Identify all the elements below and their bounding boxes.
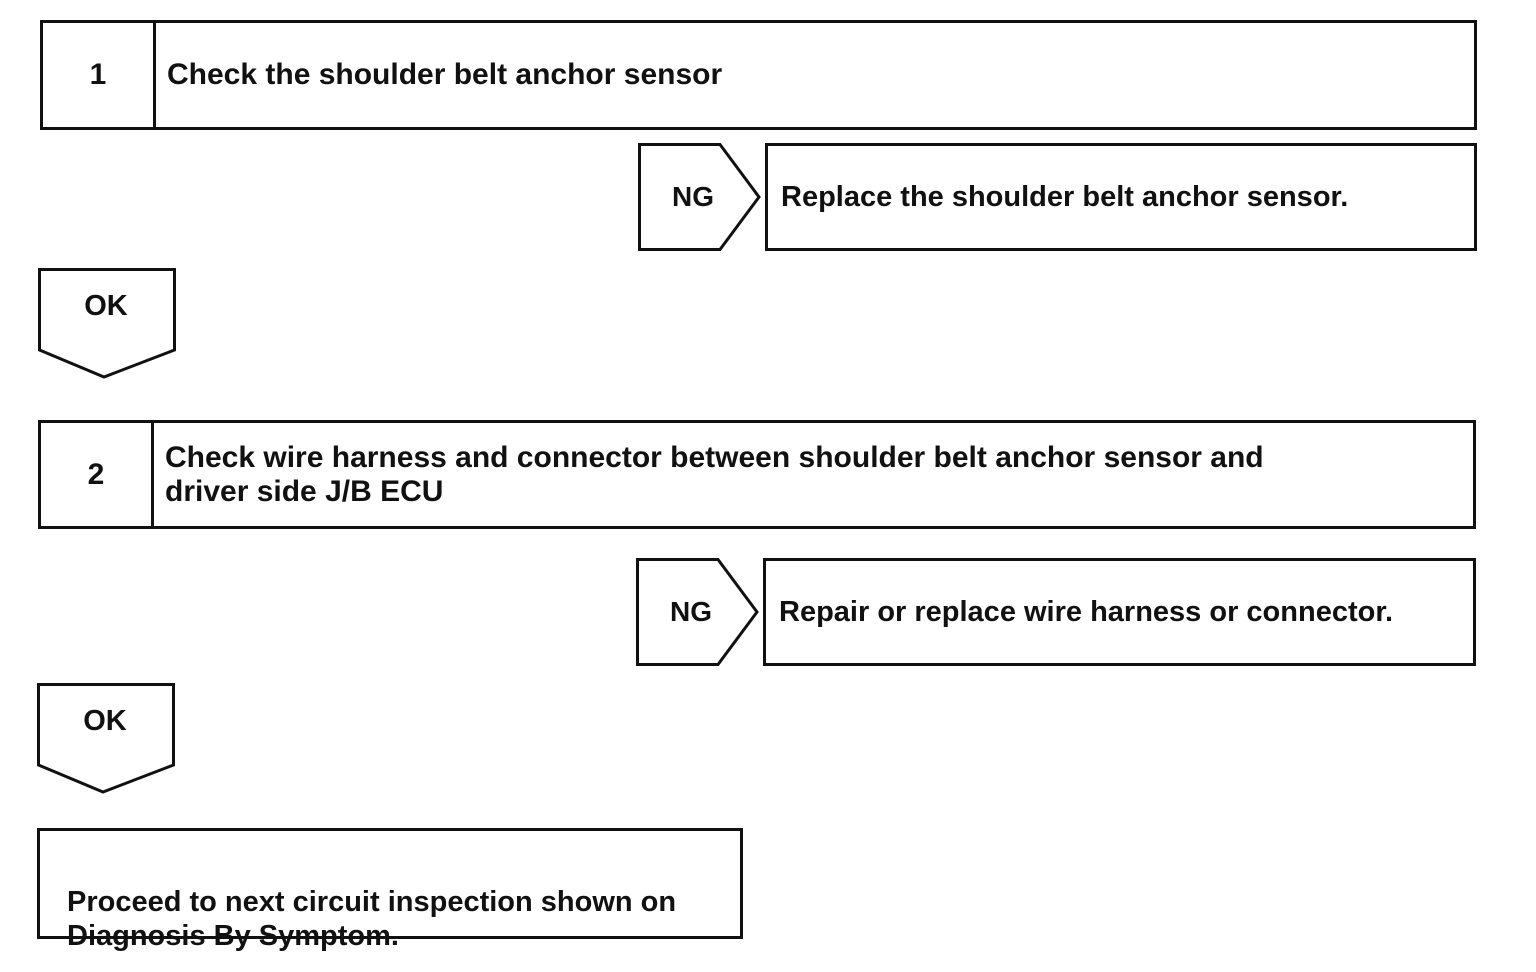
step-1-title: Check the shoulder belt anchor sensor bbox=[167, 58, 723, 91]
step-1-ng-action: Replace the shoulder belt anchor sensor. bbox=[765, 143, 1477, 251]
step-2-ng-action: Repair or replace wire harness or connec… bbox=[763, 558, 1476, 666]
step-1-box: 1 Check the shoulder belt anchor sensor bbox=[40, 20, 1477, 130]
step-2-title: Check wire harness and connector between… bbox=[165, 440, 1264, 508]
step-2-ng-label: NG bbox=[670, 596, 712, 627]
ok-arrow-shape bbox=[37, 683, 175, 794]
step-1-ng-action-text: Replace the shoulder belt anchor sensor. bbox=[781, 180, 1349, 213]
step-1-ng-tag: NG bbox=[638, 143, 762, 251]
final-instruction-box: Proceed to next circuit inspection shown… bbox=[37, 828, 743, 952]
ng-arrow-shape bbox=[638, 143, 761, 251]
step-2-ng-tag: NG bbox=[636, 558, 760, 666]
step-2-ng-action-text: Repair or replace wire harness or connec… bbox=[779, 595, 1394, 628]
step-1-ok-tag: OK bbox=[38, 268, 178, 380]
step-2-box: 2 Check wire harness and connector betwe… bbox=[38, 420, 1476, 529]
step-1-number: 1 bbox=[43, 23, 156, 127]
step-1-ng-label: NG bbox=[672, 181, 714, 212]
step-2-ok-label: OK bbox=[83, 705, 127, 737]
final-instruction-text: Proceed to next circuit inspection shown… bbox=[67, 886, 677, 952]
ng-arrow-shape bbox=[636, 558, 759, 666]
step-2-number: 2 bbox=[41, 423, 154, 526]
ok-arrow-shape bbox=[38, 268, 176, 379]
step-2-ok-tag: OK bbox=[37, 683, 177, 795]
step-1-ok-label: OK bbox=[84, 290, 128, 322]
